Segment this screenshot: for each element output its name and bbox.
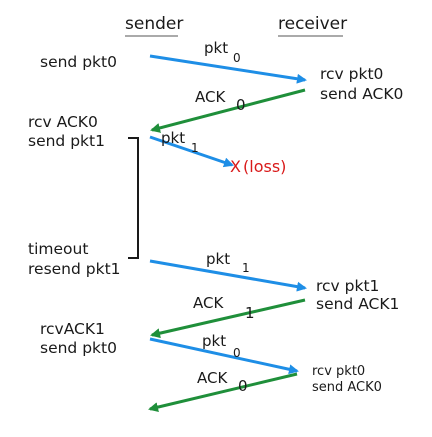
pkt1-resend-arrow-subscript: 1 [242,261,250,275]
receiver-rcv-pkt0-again-label: rcv pkt0 [312,364,365,379]
sender-rcv-ack1-label: rcvACK1 [40,320,105,338]
pkt0-again-arrow [149,337,299,375]
pkt1-resend-arrow [149,259,307,292]
pkt0-again-arrow-subscript: 0 [233,346,241,360]
ack0-again-arrow-label: ACK [197,369,228,387]
receiver-header: receiver [278,14,347,34]
timeout-bracket [128,137,139,259]
pkt1-lost-arrow [149,135,234,168]
receiver-rcv-pkt0-label: rcv pkt0 [320,65,383,83]
receiver-send-ack1-label: send ACK1 [316,295,399,313]
pkt0-arrow-label: pkt [204,39,228,57]
ack1-arrow-subscript: 1 [245,304,255,322]
pkt0-arrow [149,54,307,84]
pkt1-resend-arrow-label: pkt [206,250,230,268]
pkt0-again-arrow-label: pkt [202,332,226,350]
sender-resend-pkt1-label: resend pkt1 [28,260,121,278]
sender-header: sender [125,14,183,34]
ack0-arrow-subscript: 0 [236,96,246,114]
ack0-arrow-label: ACK [195,88,226,106]
ack1-arrow-label: ACK [193,294,224,312]
loss-label: (loss) [243,157,286,176]
sender-send-pkt0-label: send pkt0 [40,53,117,71]
pkt1-lost-arrow-label: pkt [161,129,185,147]
ack1-arrow [150,298,306,339]
receiver-rcv-pkt1-label: rcv pkt1 [316,277,379,295]
receiver-send-ack0-again-label: send ACK0 [312,380,382,395]
ack0-again-arrow-subscript: 0 [238,377,248,395]
sender-send-pkt1-label: send pkt1 [28,132,105,150]
receiver-send-ack0-label: send ACK0 [320,85,403,103]
ack0-again-arrow [148,372,298,413]
sender-rcv-ack0-label: rcv ACK0 [28,113,98,131]
loss-mark: X [230,157,241,176]
pkt1-lost-arrow-subscript: 1 [191,141,199,155]
ack0-arrow [150,88,306,133]
sender-timeout-label: timeout [28,240,88,258]
pkt0-arrow-subscript: 0 [233,51,241,65]
sender-send-pkt0-again-label: send pkt0 [40,339,117,357]
